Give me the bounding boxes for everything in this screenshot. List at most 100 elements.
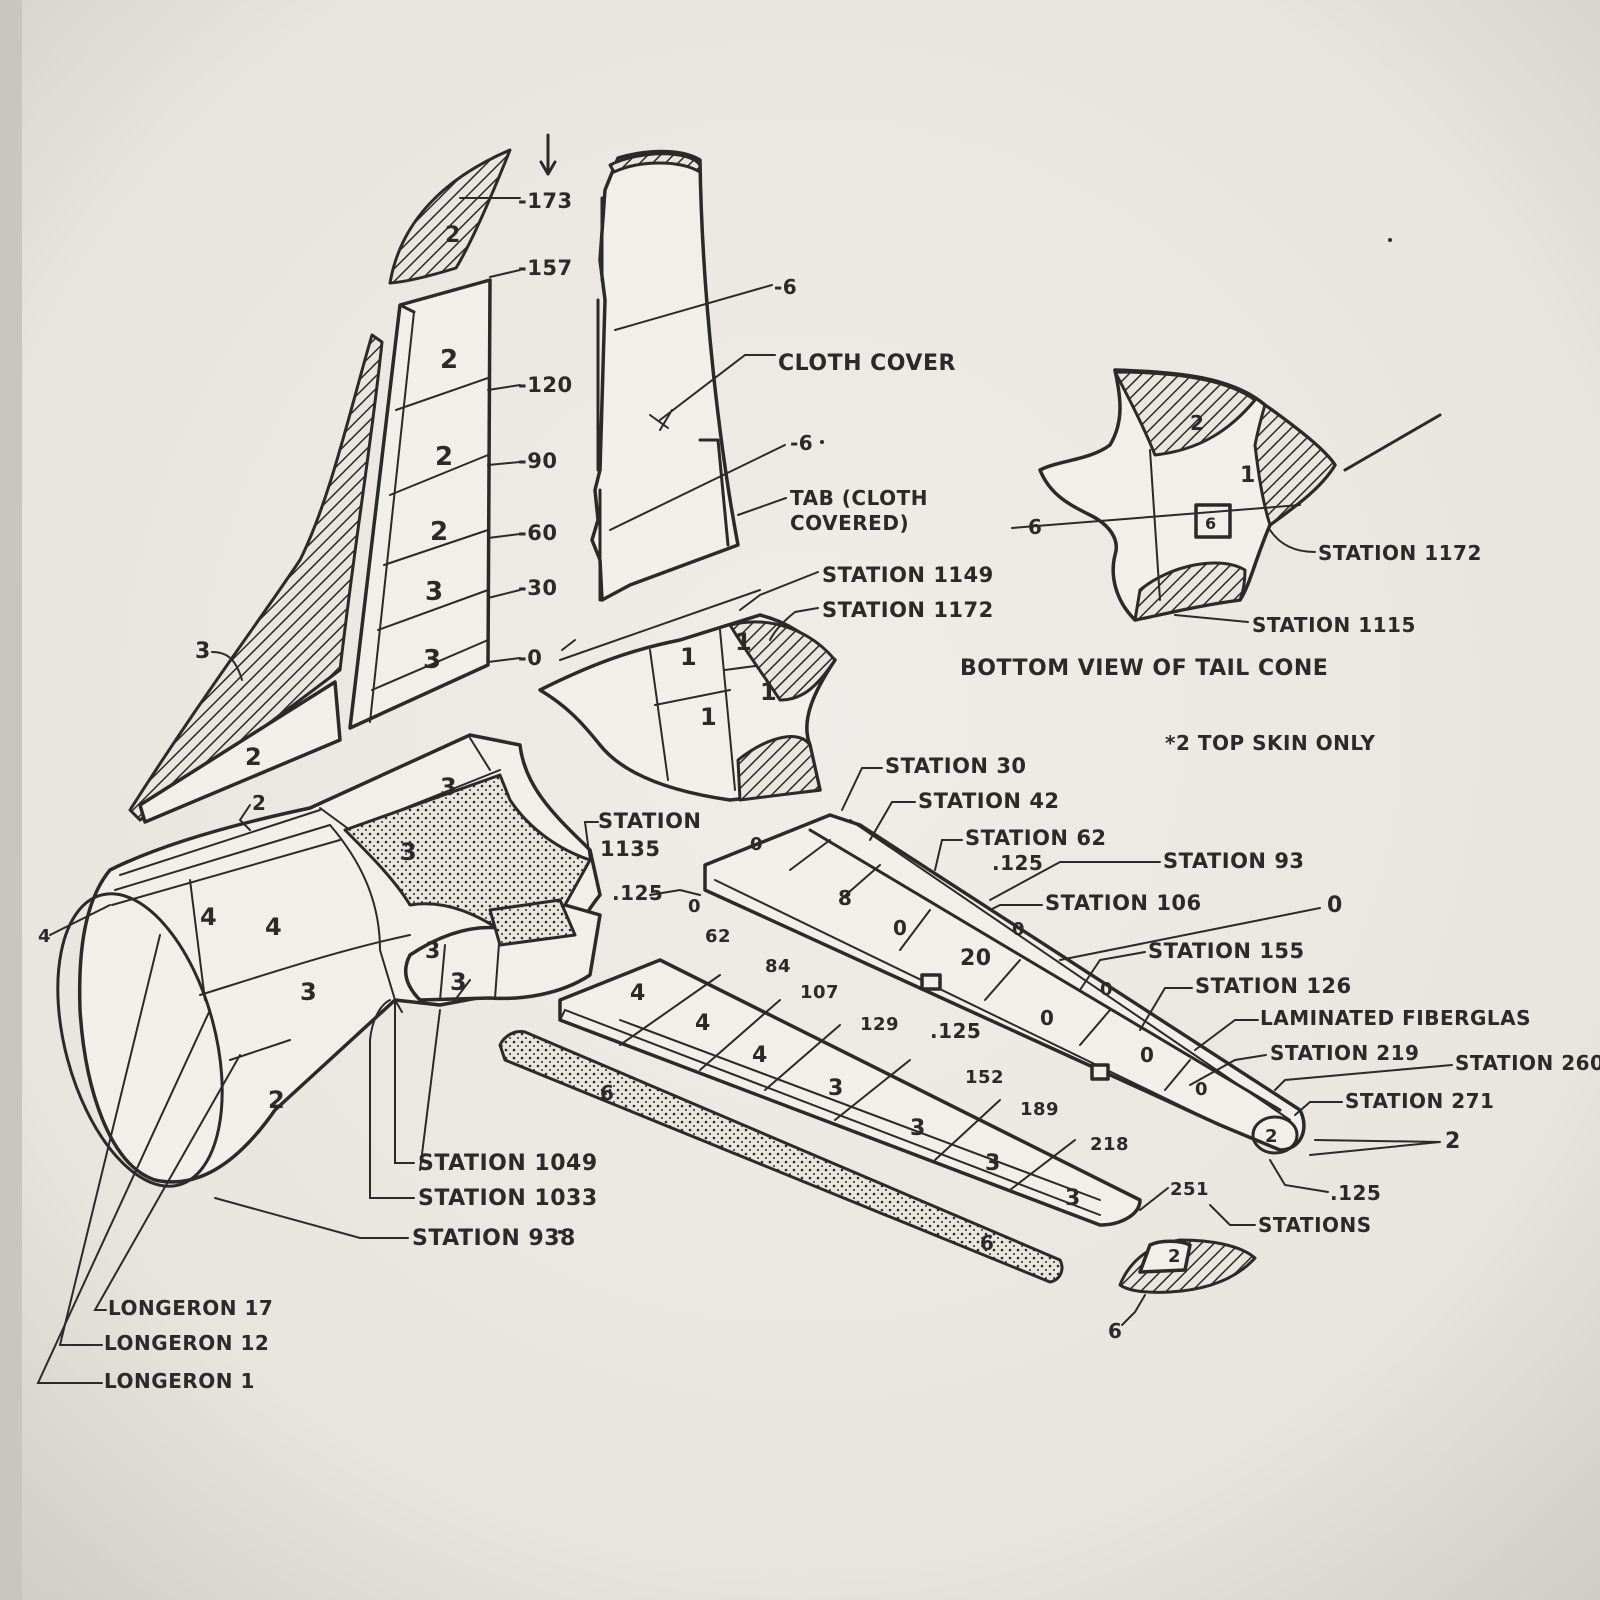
elevator-station-62: 62: [705, 926, 731, 947]
fuselage-dotted-small: [488, 898, 577, 947]
stab-zone-8: 8: [838, 886, 852, 910]
stab-zero-4: 0: [1195, 1079, 1208, 1100]
speck: [558, 1230, 562, 1234]
stab-callout-2: 2: [1445, 1129, 1461, 1154]
station-1049-label: STATION 1049: [418, 1151, 598, 1176]
stab-zero-9: 0: [1327, 893, 1343, 918]
fuselage-zone-b: 3: [400, 838, 417, 866]
bottom-view-caption: BOTTOM VIEW OF TAIL CONE: [960, 656, 1328, 681]
fin-station-60: -60: [518, 521, 557, 545]
stab-station-30: STATION 30: [885, 754, 1027, 778]
rudder-callout-mid: -6: [790, 431, 813, 455]
fin-station-120: -120: [518, 373, 573, 397]
trailing-edge-zone-2: 6: [980, 1231, 994, 1255]
fuselage-tail-section: 3 3 4 4 3 2 3 3 3 2 4 STATION 1135 STATI…: [36, 733, 701, 1393]
stab-station-126: STATION 126: [1195, 974, 1352, 998]
dorsal-fin-label: 3: [195, 639, 211, 664]
cloth-cover-label: CLOTH COVER: [778, 351, 956, 376]
bottom-station-1115: STATION 1115: [1252, 613, 1416, 637]
elevator-tip-inner: [1138, 1239, 1192, 1274]
stab-station-271: STATION 271: [1345, 1089, 1494, 1113]
elevator-station-84: 84: [765, 956, 791, 977]
fuselage-dotted-panel: [343, 773, 592, 932]
elevator-zone-4: 3: [828, 1076, 844, 1101]
dorsal-fin-zone: 2: [245, 743, 262, 771]
rudder-callout-top: -6: [774, 275, 797, 299]
rudder: -6 CLOTH COVER -6 TAB (CLOTH COVERED): [590, 149, 956, 602]
speck: [820, 440, 824, 444]
fuselage-zone-e: 3: [300, 978, 317, 1006]
elevator-zone-2: 4: [695, 1011, 711, 1036]
stab-station-260: STATION 260: [1455, 1051, 1600, 1075]
station-1033-label: STATION 1033: [418, 1186, 598, 1211]
elevator-tip: 2 6: [1108, 1238, 1257, 1343]
fuselage-zone-i: 3: [425, 939, 441, 964]
bottom-zone-right: 1: [1240, 463, 1256, 488]
thickness-125-d: .125: [1330, 1181, 1381, 1205]
elevator: 4 4 4 3 3 3 3 62 84 107 129 152 189 218 …: [498, 926, 1372, 1284]
fuselage-nose-label: 4: [38, 926, 51, 947]
tab-label-line2: COVERED): [790, 511, 909, 535]
tail-cone-zone-4: 1: [760, 678, 777, 706]
fuselage-frame-938: [56, 892, 224, 1188]
elevator-station-152: 152: [965, 1067, 1004, 1088]
top-skin-note: *2 TOP SKIN ONLY: [1165, 731, 1376, 755]
fuselage-zone-a: 3: [440, 773, 457, 801]
dorsal-fin-root: [138, 680, 342, 824]
fuselage-zone-f: 2: [268, 1086, 285, 1114]
station-1149-label: STATION 1149: [822, 563, 994, 587]
bottom-station-1172: STATION 1172: [1318, 541, 1482, 565]
stab-zone-20: 20: [960, 946, 992, 971]
elevator-station-129: 129: [860, 1014, 899, 1035]
tail-cone-top: 1 1 1 1 STATION 1149 STATION 1172: [538, 563, 994, 802]
elevator-trailing-edge: [498, 1030, 1064, 1284]
fin-zone-3: 2: [430, 517, 449, 547]
stab-zero-7: 0: [750, 834, 763, 855]
elevator-station-189: 189: [1020, 1099, 1059, 1120]
fin-zone-2: 2: [435, 442, 454, 472]
vertical-stabilizer: 2 2 2 2 3 3 -173 -157 -120 -90 -60 -30 -…: [128, 133, 573, 824]
stab-zero-2: 0: [1040, 1006, 1054, 1030]
bottom-hatch-top: [1113, 370, 1257, 457]
tail-cone-zone-1: 1: [680, 643, 697, 671]
bottom-center-label: 6: [1205, 514, 1217, 533]
elevator-zone-6: 3: [985, 1151, 1001, 1176]
stab-station-219: STATION 219: [1270, 1041, 1419, 1065]
fin-station-0: -0: [518, 646, 542, 670]
laminated-fiberglass-label: LAMINATED FIBERGLAS: [1260, 1006, 1531, 1030]
rudder-cap: [608, 152, 702, 174]
bottom-hatch-right: [1253, 403, 1337, 527]
thickness-125-c: .125: [930, 1019, 981, 1043]
stab-zero-8: 0: [688, 896, 701, 917]
longeron-1-label: LONGERON 1: [104, 1369, 255, 1393]
elevator-stations-label: STATIONS: [1258, 1213, 1372, 1237]
stab-zero-6: 0: [1100, 979, 1113, 1000]
fin-tip-cap: [388, 148, 512, 285]
elevator-zone-3: 4: [752, 1043, 768, 1068]
arrow-down-icon: [539, 133, 557, 176]
stab-station-106: STATION 106: [1045, 891, 1202, 915]
stabilizer-hinge-box-2: [1090, 1063, 1110, 1081]
stabilizer-hinge-box: [920, 973, 942, 991]
thickness-125-b: .125: [992, 851, 1043, 875]
fin-zone-1: 2: [440, 345, 459, 375]
elevator-panel: [558, 958, 1142, 1227]
fin-tip-zone: 2: [445, 223, 461, 248]
elevator-zone-5: 3: [910, 1116, 926, 1141]
fuselage-top-callout: 2: [252, 791, 266, 815]
horizontal-stabilizer: 2 8 20 0 0 0 0 0 0 0 0 0 .125 .125 .125 …: [612, 754, 1600, 1205]
station-1135-line2: 1135: [600, 837, 660, 861]
rudder-panel: [590, 149, 740, 602]
fin-station-157: -157: [518, 256, 573, 280]
tail-cone-bottom-view: 6 2 1 6 STATION 1172 STATION 1115 BOTTOM…: [960, 368, 1482, 681]
bottom-zone-top: 2: [1190, 411, 1204, 435]
fin-zone-4: 3: [425, 577, 444, 607]
fin-station-173: -173: [518, 189, 573, 213]
stab-station-62: STATION 62: [965, 826, 1107, 850]
longeron-17-label: LONGERON 17: [108, 1296, 273, 1320]
thickness-125-a: .125: [612, 881, 663, 905]
stab-zero-3: 0: [1140, 1043, 1154, 1067]
